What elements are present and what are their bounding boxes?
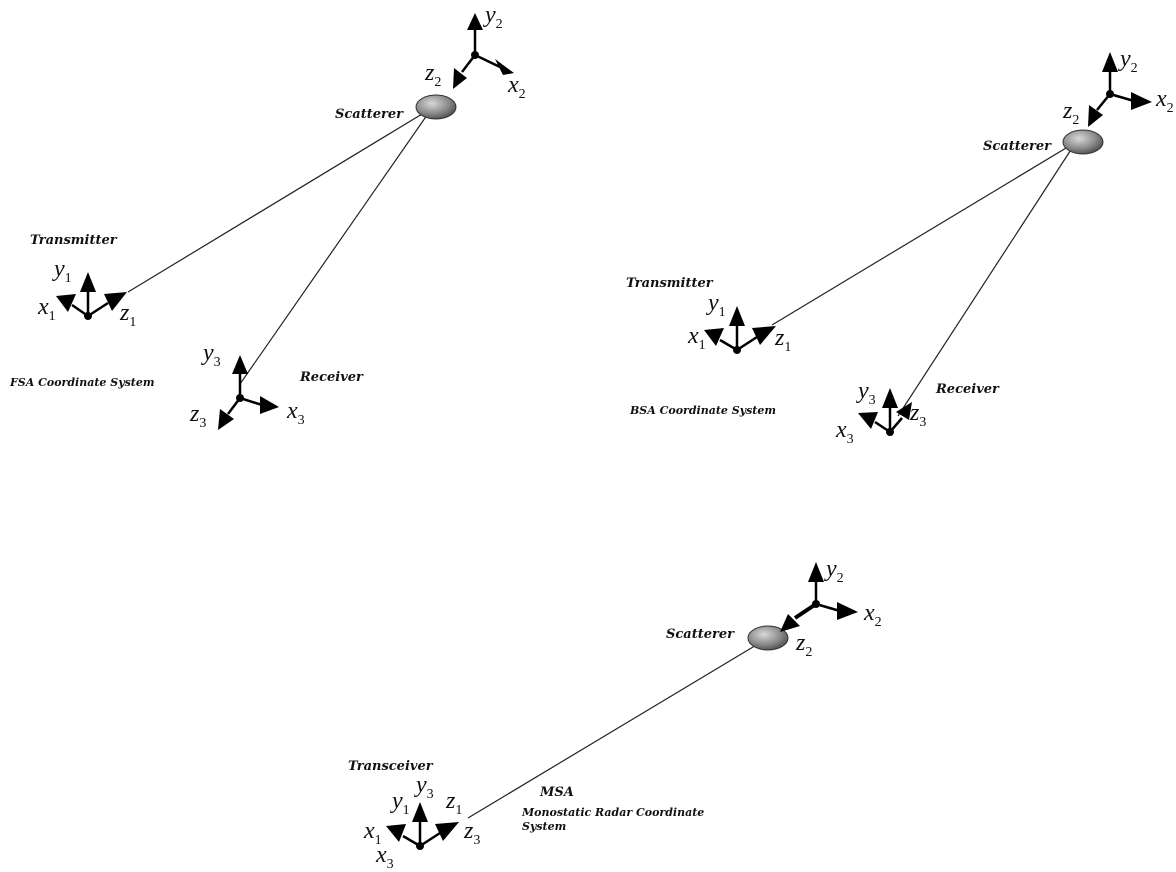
msa-caption-title: MSA [539, 785, 574, 800]
bsa-scatterer-axes: y2 x2 z2 [1062, 46, 1174, 128]
fsa-transmitter-label: Transmitter [30, 233, 118, 248]
msa-x3-label: x3 [375, 842, 394, 872]
bsa-receiver-axes: y3 x3 z3 [835, 378, 926, 447]
bsa-caption: BSA Coordinate System [629, 404, 776, 417]
fsa-y1-label: y1 [52, 256, 72, 286]
bsa-z1-label: z1 [774, 325, 791, 355]
fsa-rx-beam [239, 107, 433, 385]
bsa-diagram: Scatterer y2 x2 z2 Transmitter y1 x1 z1 [626, 46, 1174, 447]
msa-caption-line3: System [522, 820, 566, 833]
bsa-transmitter-axes: y1 x1 z1 [687, 290, 791, 355]
fsa-y2-label: y2 [483, 2, 503, 32]
fsa-z2-label: z2 [424, 60, 441, 90]
fsa-tx-beam [127, 107, 433, 293]
fsa-x2-label: x2 [507, 72, 526, 102]
msa-y1-label: y1 [390, 788, 410, 818]
msa-scatterer-shape [747, 625, 789, 651]
bsa-rx-beam [897, 141, 1077, 417]
bsa-z3-label: z3 [909, 400, 926, 430]
msa-scatterer-axes: y2 x2 z2 [780, 556, 882, 660]
fsa-scatterer-shape [415, 94, 457, 120]
msa-beam [467, 643, 759, 819]
fsa-diagram: Scatterer y2 x2 z2 Transmitter y1 x1 [9, 2, 526, 431]
fsa-caption: FSA Coordinate System [9, 376, 155, 389]
bsa-receiver-label: Receiver [935, 382, 1000, 397]
msa-transceiver-axes: y1 y3 z1 z3 x1 x3 [363, 772, 480, 872]
fsa-receiver-label: Receiver [299, 370, 364, 385]
bsa-x3-label: x3 [835, 417, 854, 447]
bsa-scatterer-shape [1062, 129, 1104, 155]
fsa-y3-label: y3 [201, 340, 221, 370]
msa-x2-label: x2 [863, 600, 882, 630]
msa-x1-label: x1 [363, 818, 382, 848]
bsa-transmitter-label: Transmitter [626, 276, 714, 291]
msa-z3-label: z3 [463, 818, 480, 848]
fsa-scatterer-axes: y2 x2 z2 [424, 2, 526, 102]
bsa-y3-label: y3 [856, 378, 876, 408]
msa-y2-label: y2 [824, 556, 844, 586]
bsa-x2-label: x2 [1155, 86, 1174, 116]
fsa-x1-label: x1 [37, 294, 56, 324]
bsa-y2-label: y2 [1118, 46, 1138, 76]
fsa-scatterer-label: Scatterer [335, 107, 404, 122]
msa-z2-label: z2 [795, 630, 812, 660]
msa-caption-line2: Monostatic Radar Coordinate [521, 806, 704, 819]
msa-y3-label: y3 [414, 772, 434, 802]
bsa-tx-beam [771, 141, 1077, 326]
bsa-y1-label: y1 [706, 290, 726, 320]
fsa-x3-label: x3 [286, 398, 305, 428]
msa-scatterer-label: Scatterer [666, 627, 735, 642]
msa-z1-label: z1 [445, 788, 462, 818]
fsa-z1-label: z1 [119, 300, 136, 330]
bsa-scatterer-label: Scatterer [983, 139, 1052, 154]
fsa-transmitter-axes: y1 x1 z1 [37, 256, 136, 330]
fsa-z3-label: z3 [189, 401, 206, 431]
bsa-x1-label: x1 [687, 323, 706, 353]
bsa-z2-label: z2 [1062, 98, 1079, 128]
msa-transceiver-label: Transceiver [348, 759, 434, 774]
msa-diagram: Scatterer y2 x2 z2 Transceiver y1 y3 z1 [348, 556, 882, 872]
fsa-receiver-axes: y3 x3 z3 [189, 340, 305, 431]
